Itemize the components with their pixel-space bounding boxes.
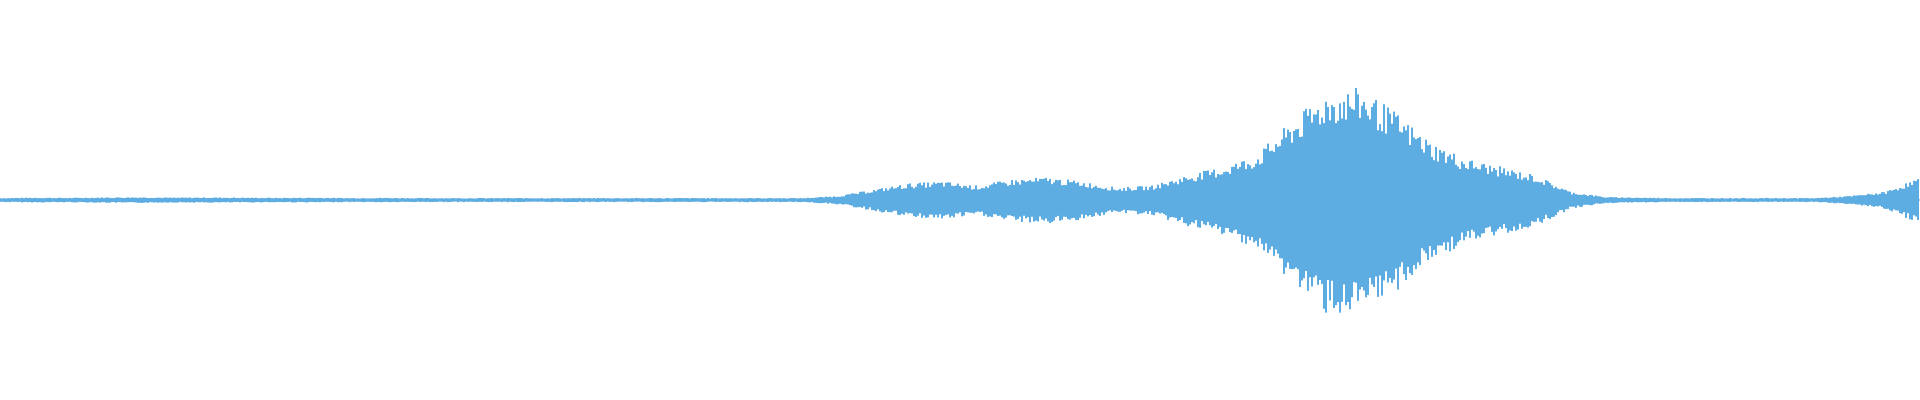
audio-waveform [0,88,1920,313]
waveform-canvas [0,88,1920,313]
